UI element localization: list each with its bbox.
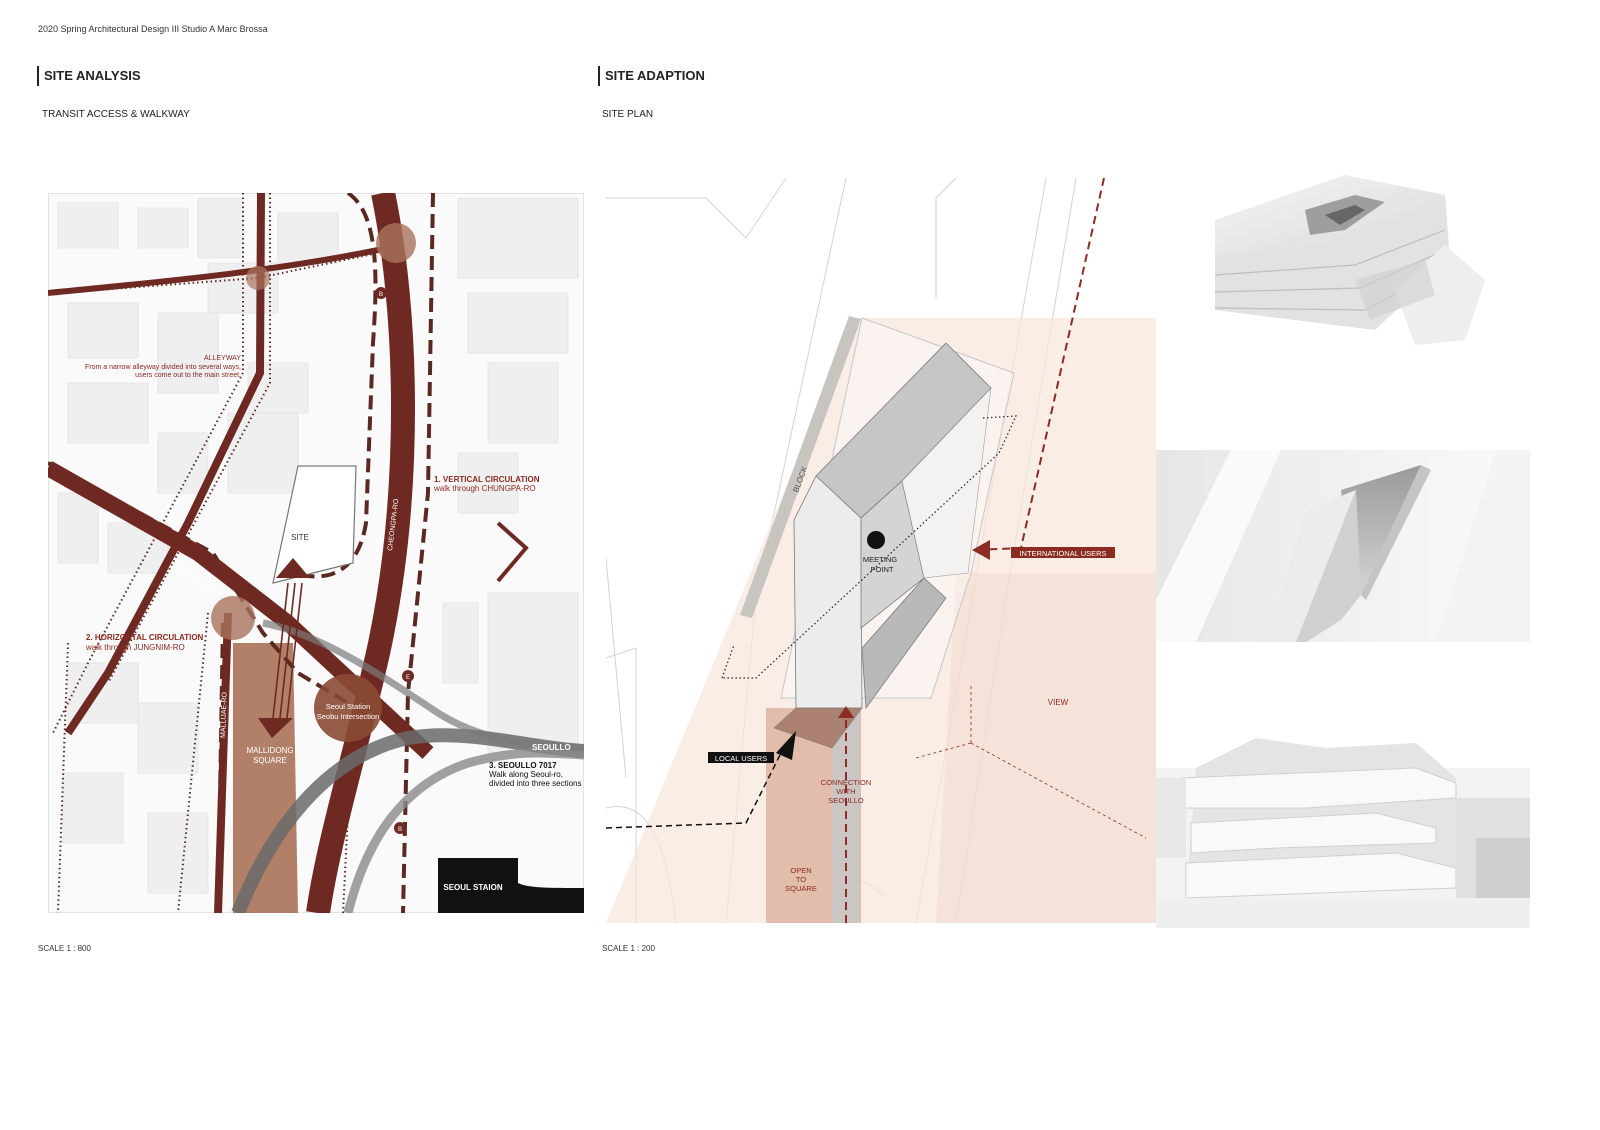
mallijae-road-label: MALLIJAE-RO — [220, 691, 229, 738]
intersection-circle-jungnim — [211, 596, 255, 640]
site-plan-diagram: BLOCK MEETING POINT INTERNATIONAL USERS … — [606, 178, 1156, 923]
seoul-station-intersection-circle — [314, 674, 382, 742]
model-render-facade-detail — [1156, 450, 1530, 642]
connection-label-1: CONNECTION — [821, 778, 871, 787]
marker-b2-text: B — [398, 827, 402, 833]
marker-e-text: E — [406, 675, 410, 681]
right-scale-label: SCALE 1 : 200 — [602, 944, 655, 953]
horizontal-circulation-title: 2. HORIZONTAL CIRCULATION — [86, 633, 204, 642]
local-users-label: LOCAL USERS — [715, 754, 767, 763]
site-outline — [272, 465, 357, 584]
station-intersection-label-2: Seobu Intersection — [317, 712, 380, 721]
alley-dotted-paths — [52, 193, 379, 913]
horizontal-circulation-sub: walk through JUNGNIM-RO — [85, 643, 185, 652]
left-scale-label: SCALE 1 : 800 — [38, 944, 91, 953]
header-caption: 2020 Spring Architectural Design III Stu… — [38, 24, 268, 34]
meeting-point-marker — [867, 531, 885, 549]
meeting-point-label-2: POINT — [871, 565, 894, 574]
seoul-station-block — [438, 858, 584, 913]
seoullo-7017-sub-2: divided into three sections — [489, 779, 582, 788]
dotted-walk-path — [721, 415, 1017, 679]
seoullo-7017-sub-1: Walk along Seoul-ro, — [489, 770, 563, 779]
vertical-circulation-sub: walk through CHUNGPA-RO — [433, 484, 536, 493]
exit-marker-e — [402, 670, 414, 682]
local-dashed-path — [606, 742, 787, 829]
view-label: VIEW — [1048, 698, 1069, 707]
meeting-point-label-1: MEETING — [863, 555, 897, 564]
view-axis-lines — [915, 683, 1147, 839]
vertical-chevron-icon — [496, 521, 529, 583]
alleyway-desc-2: users come out to the main street. — [135, 372, 241, 379]
seoullo-7017-title: 3. SEOULLO 7017 — [489, 761, 557, 770]
local-arrow-icon — [776, 731, 796, 760]
connection-label-2: WITH — [836, 787, 855, 796]
mallidong-label-1: MALLIDONG — [246, 746, 293, 755]
mallidong-square-plaza — [233, 643, 298, 913]
intersection-circle-west — [246, 266, 270, 290]
alleyway-title: ALLEYWAY — [204, 355, 241, 362]
open-square-label-3: SQUARE — [785, 884, 817, 893]
model-render-top — [1214, 175, 1485, 345]
site-adaption-subtitle: SITE PLAN — [602, 109, 654, 120]
international-users-tag — [1011, 547, 1115, 558]
site-access-arrows — [258, 558, 310, 738]
open-square-label-2: TO — [796, 875, 806, 884]
site-analysis-subtitle: TRANSIT ACCESS & WALKWAY — [42, 109, 190, 120]
mallidong-label-2: SQUARE — [253, 756, 287, 765]
view-zone-inner — [936, 573, 1156, 923]
site-analysis-map: B E B ALLEYWAY From a narrow alleyway di… — [48, 193, 584, 913]
block-bar — [740, 316, 861, 618]
model-render-elevation — [1156, 738, 1530, 928]
view-zone — [606, 318, 1156, 923]
marker-b-text: B — [379, 292, 383, 298]
alleyway-desc-1: From a narrow alleyway divided into seve… — [85, 364, 241, 371]
seoullo-overpass — [231, 619, 584, 913]
building-massing — [773, 342, 992, 749]
local-users-tag — [708, 752, 774, 763]
connection-label-3: SEOULLO — [828, 796, 864, 805]
seoul-station-label: SEOUL STAION — [443, 883, 502, 892]
international-users-label: INTERNATIONAL USERS — [1019, 549, 1106, 558]
international-arrow-icon — [972, 540, 990, 560]
exit-marker-b-north — [375, 287, 387, 299]
building-blocks — [57, 197, 579, 894]
station-intersection-label-1: Seoul Station — [326, 702, 371, 711]
site-analysis-title: SITE ANALYSIS — [37, 66, 141, 86]
vertical-circulation-title: 1. VERTICAL CIRCULATION — [434, 475, 540, 484]
site-adaption-title: SITE ADAPTION — [598, 66, 705, 86]
seoullo-road-label: SEOULLO — [532, 743, 571, 752]
connection-arrow-icon — [838, 706, 854, 718]
site-label: SITE — [291, 533, 309, 542]
intersection-circle-north — [376, 223, 416, 263]
exit-marker-b-south — [394, 822, 406, 834]
open-square-label-1: OPEN — [790, 866, 811, 875]
